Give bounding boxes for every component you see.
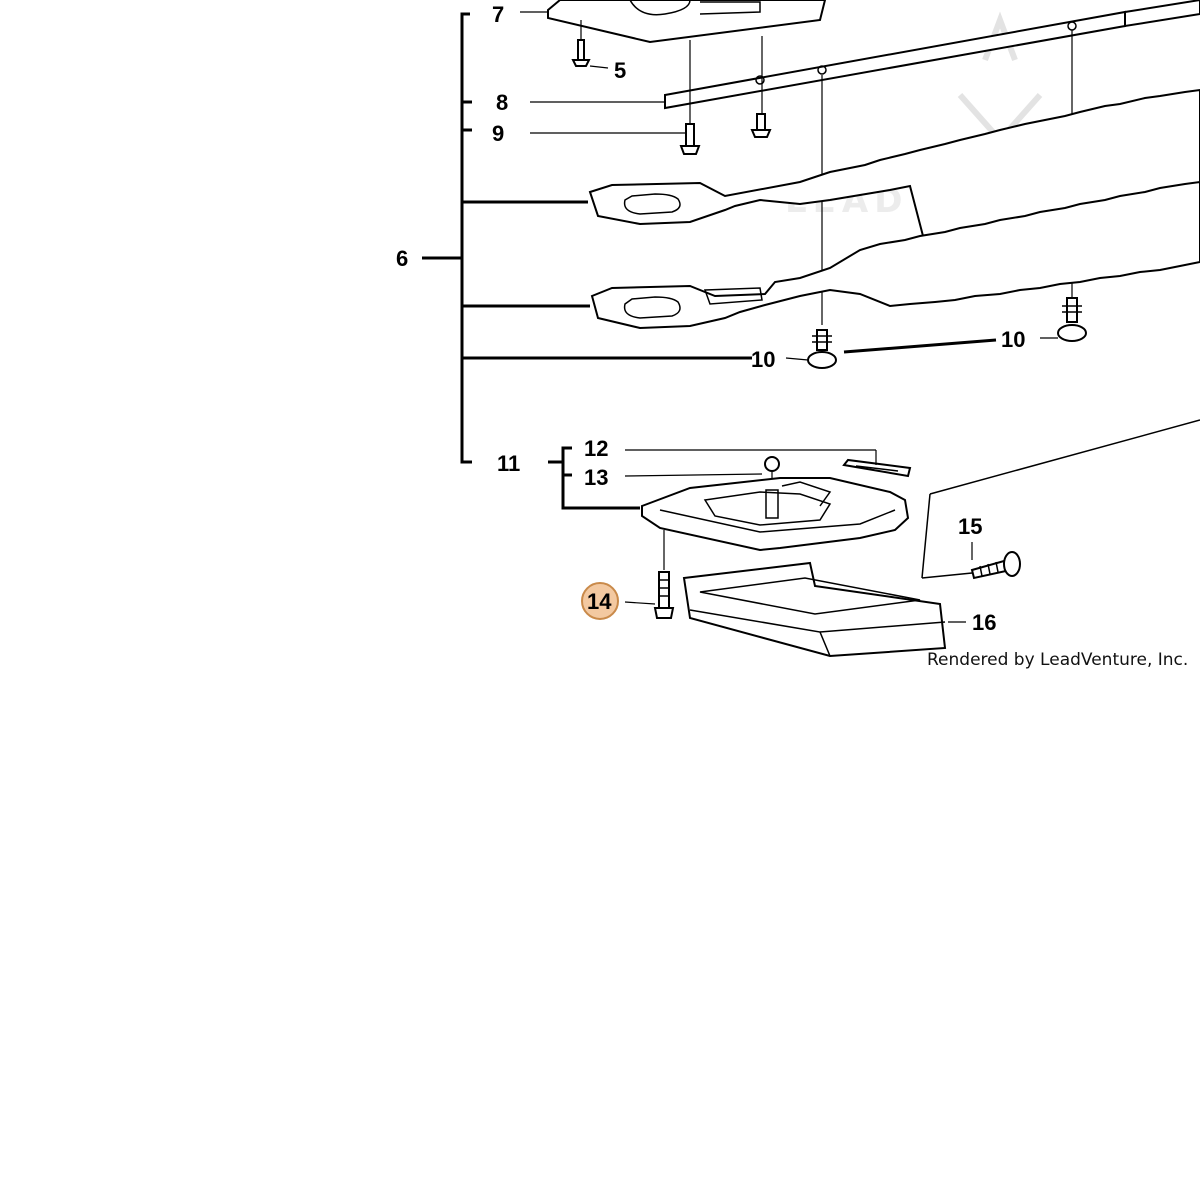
part-10-bolt-left[interactable]	[807, 329, 837, 369]
callout-12[interactable]: 12	[584, 436, 608, 461]
part-12-plate[interactable]	[842, 458, 912, 478]
part-16-cover[interactable]	[682, 561, 947, 658]
part-9-screws[interactable]	[679, 113, 772, 155]
part-6-lower-blade[interactable]	[590, 180, 1200, 330]
callout-11[interactable]: 11	[497, 451, 520, 476]
part-5-screw[interactable]	[571, 39, 591, 67]
callout-brackets	[422, 12, 752, 510]
callout-13[interactable]: 13	[584, 465, 608, 490]
part-10-bolt-right[interactable]	[1057, 297, 1087, 342]
callout-9[interactable]: 9	[492, 121, 504, 146]
callout-7[interactable]: 7	[492, 2, 504, 27]
callout-14-highlighted[interactable]: 14	[581, 582, 619, 620]
callout-10-right[interactable]: 10	[1001, 327, 1025, 352]
part-13-ball[interactable]	[764, 456, 780, 472]
callout-14[interactable]: 14	[587, 589, 612, 614]
drive-rod	[921, 419, 1200, 579]
highlight-circle	[581, 582, 619, 620]
callout-5[interactable]: 5	[614, 58, 626, 83]
part-7-gear-housing[interactable]	[547, 0, 827, 44]
callout-15[interactable]: 15	[958, 514, 982, 539]
callout-6[interactable]: 6	[396, 246, 408, 271]
callout-10-left[interactable]: 10	[751, 347, 775, 372]
credit-text: Rendered by LeadVenture, Inc.	[927, 650, 1188, 670]
part-15-screw[interactable]	[970, 551, 1021, 580]
part-14-screw[interactable]	[653, 571, 675, 619]
callout-16[interactable]: 16	[972, 610, 996, 635]
callout-8[interactable]: 8	[496, 90, 508, 115]
part-11-lower-housing[interactable]	[641, 477, 910, 552]
callout-leaders	[520, 11, 1058, 623]
